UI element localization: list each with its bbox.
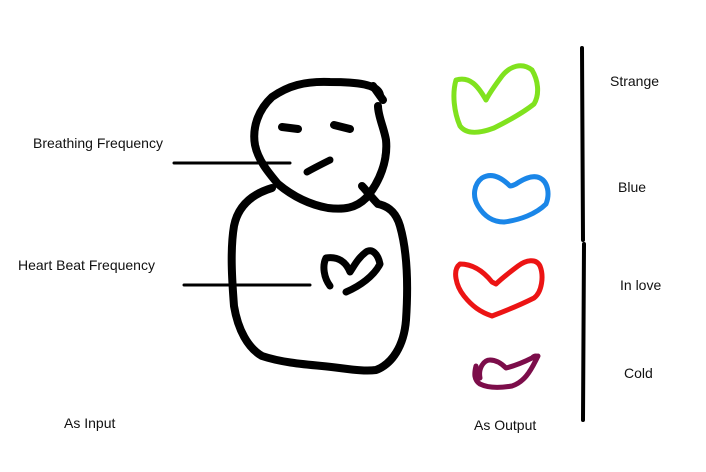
person-head xyxy=(250,77,391,213)
heart-maroon xyxy=(472,353,541,390)
input-caption: As Input xyxy=(64,415,116,431)
heart-red xyxy=(453,258,545,319)
breathing-frequency-label: Breathing Frequency xyxy=(33,135,163,151)
output-caption: As Output xyxy=(474,417,537,433)
heartbeat-frequency-label: Heart Beat Frequency xyxy=(18,257,155,273)
person-body xyxy=(227,182,412,375)
emotion-label-blue: Blue xyxy=(618,179,647,195)
person-eye-right xyxy=(330,121,354,133)
divider-upper xyxy=(580,46,585,242)
emotion-label-in-love: In love xyxy=(620,277,662,293)
person-mouth xyxy=(303,156,334,176)
divider-lower xyxy=(581,242,586,422)
emotion-label-strange: Strange xyxy=(610,73,660,89)
heart-blue xyxy=(472,173,551,225)
emotion-label-cold: Cold xyxy=(624,365,653,381)
chest-heart xyxy=(320,247,384,296)
heart-green xyxy=(451,63,541,135)
person-eye-left xyxy=(278,123,302,133)
